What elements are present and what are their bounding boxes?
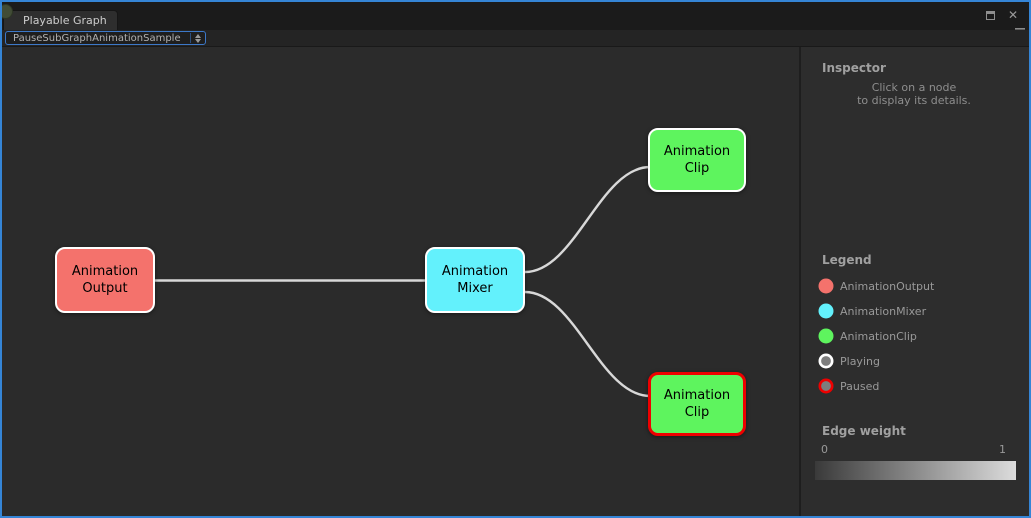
legend-swatch-icon (818, 278, 834, 294)
edge-weight-title: Edge weight (822, 424, 906, 438)
legend-swatch-paused-icon (818, 378, 834, 394)
tab-label: Playable Graph (23, 14, 107, 27)
tab-playable-graph[interactable]: Playable Graph (3, 10, 118, 30)
node-label: Animation Output (71, 264, 139, 296)
legend-item-animation-output: AnimationOutput (817, 274, 934, 298)
node-label: Animation Clip (663, 144, 731, 176)
edge-weight-max: 1 (999, 443, 1006, 456)
legend-title: Legend (822, 253, 872, 267)
legend-swatch-icon (818, 303, 834, 319)
node-animation-clip-top[interactable]: Animation Clip (648, 128, 746, 192)
dropdown-arrows-icon (191, 33, 205, 43)
legend-item-paused: Paused (817, 374, 879, 398)
graph-selector-dropdown[interactable]: PauseSubGraphAnimationSample (5, 31, 206, 45)
graph-canvas[interactable]: Animation Output Animation Mixer Animati… (2, 47, 799, 516)
inspector-hint: Click on a node to display its details. (857, 81, 971, 107)
node-label: Animation Mixer (441, 264, 509, 296)
node-animation-output[interactable]: Animation Output (55, 247, 155, 313)
legend-label: Paused (840, 379, 880, 393)
legend-item-playing: Playing (817, 349, 880, 373)
node-label: Animation Clip (663, 388, 731, 420)
edge-mixer-to-clip-top (523, 165, 652, 274)
tab-bar: Playable Graph ✕ (2, 2, 1029, 36)
legend-swatch-icon (818, 328, 834, 344)
inspector-title: Inspector (822, 61, 886, 75)
legend-label: AnimationOutput (840, 279, 935, 293)
legend-label: Playing (840, 354, 880, 368)
window-badge-icon (2, 4, 13, 19)
edge-mixer-to-clip-bottom (523, 290, 652, 398)
maximize-icon[interactable] (986, 11, 995, 20)
legend-swatch-playing-icon (818, 353, 834, 369)
edges-layer (151, 165, 652, 398)
legend-item-animation-mixer: AnimationMixer (817, 299, 926, 323)
toolbar: PauseSubGraphAnimationSample (2, 30, 1029, 47)
legend-label: AnimationClip (840, 329, 917, 343)
close-icon[interactable]: ✕ (1007, 8, 1018, 22)
panel-divider (799, 47, 801, 516)
inspector-panel: Inspector Click on a node to display its… (801, 47, 1029, 516)
node-animation-mixer[interactable]: Animation Mixer (425, 247, 525, 313)
node-animation-clip-bottom-paused[interactable]: Animation Clip (648, 372, 746, 436)
graph-selector-value: PauseSubGraphAnimationSample (13, 32, 181, 44)
edge-weight-min: 0 (821, 443, 828, 456)
legend-label: AnimationMixer (840, 304, 927, 318)
legend-item-animation-clip: AnimationClip (817, 324, 917, 348)
dropdown-separator (190, 33, 191, 43)
edge-weight-gradient (815, 461, 1016, 480)
